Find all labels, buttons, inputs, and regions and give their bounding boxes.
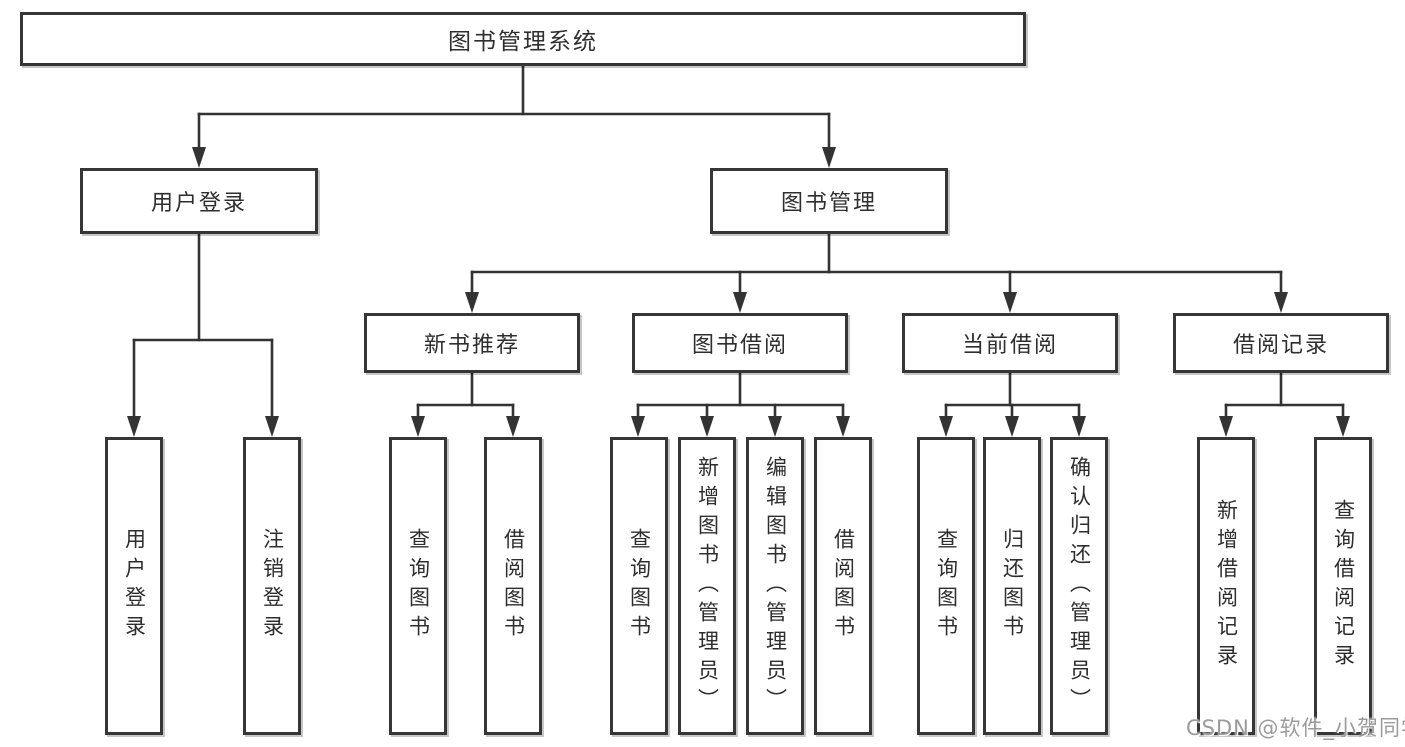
node-book-borrowing: 图书借阅 — [632, 313, 848, 373]
leaf-borrow-books-recommend: 借阅图书 — [484, 437, 542, 735]
leaf-edit-books-admin: 编辑图书（管理员） — [746, 437, 804, 735]
leaf-query-books-recommend: 查询图书 — [389, 437, 447, 735]
node-root: 图书管理系统 — [20, 12, 1026, 66]
leaf-user-login: 用户登录 — [105, 437, 163, 735]
leaf-confirm-return-admin: 确认归还（管理员） — [1050, 437, 1108, 735]
node-book-management: 图书管理 — [710, 168, 948, 234]
leaf-query-borrow-record: 查询借阅记录 — [1314, 437, 1372, 735]
watermark-text: CSDN @软件_小贺同学 — [1186, 716, 1405, 740]
node-user-login: 用户登录 — [80, 168, 318, 234]
leaf-add-borrow-record: 新增借阅记录 — [1197, 437, 1255, 735]
leaf-query-books-borrow: 查询图书 — [610, 437, 668, 735]
leaf-add-books-admin: 新增图书（管理员） — [678, 437, 736, 735]
node-current-borrowing: 当前借阅 — [902, 313, 1118, 373]
node-new-book-recommend: 新书推荐 — [364, 313, 580, 373]
leaf-borrow-books: 借阅图书 — [814, 437, 872, 735]
node-borrow-records: 借阅记录 — [1173, 313, 1389, 373]
leaf-logout: 注销登录 — [243, 437, 301, 735]
leaf-return-books: 归还图书 — [983, 437, 1041, 735]
leaf-query-books-current: 查询图书 — [917, 437, 975, 735]
